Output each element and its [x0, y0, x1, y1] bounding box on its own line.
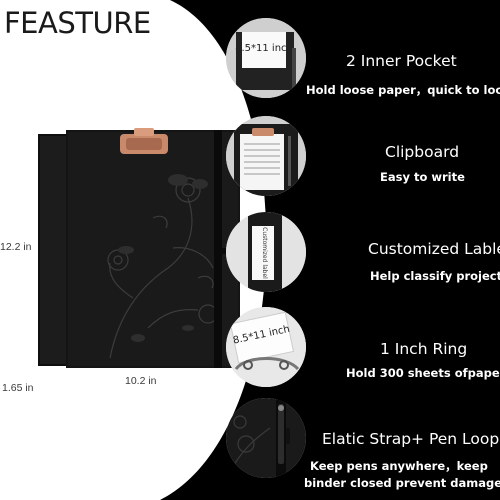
brand-logo: FEASTURE: [4, 6, 151, 40]
feature-subtitle-strap-pen-line2: binder closed prevent damage: [304, 476, 500, 490]
width-dimension-label: 10.2 in: [125, 375, 157, 387]
strap-pen-icon: [226, 398, 306, 478]
binder-image: [38, 128, 240, 368]
feature-subtitle-ring: Hold 300 sheets ofpaper frmly: [346, 366, 500, 380]
feature-title-strap-pen: Elatic Strap+ Pen Loop: [322, 430, 500, 448]
pocket-icon-text: 8.5*11 inch: [235, 43, 293, 54]
ring-icon: 8.5*11 inch: [226, 307, 306, 387]
clipboard-icon: [226, 116, 306, 196]
label-icon-text: Customized label: [261, 227, 268, 279]
feature-title-inner-pocket: 2 Inner Pocket: [346, 52, 457, 70]
feature-subtitle-strap-pen-line1: Keep pens anywhere，keep: [310, 459, 488, 473]
feature-subtitle-label: Help classify projects: [370, 269, 500, 283]
inner-pocket-icon: 8.5*11 inch: [226, 18, 306, 98]
feature-subtitle-clipboard: Easy to write: [380, 170, 465, 184]
feature-subtitle-inner-pocket: Hold loose paper，quick to locate: [306, 83, 500, 97]
feature-title-label: Customized Lable: [368, 240, 500, 258]
feature-title-ring: 1 Inch Ring: [380, 340, 468, 358]
feature-title-clipboard: Clipboard: [385, 143, 460, 161]
depth-dimension-label: 1.65 in: [2, 382, 34, 394]
label-icon: Customized label: [226, 212, 306, 292]
height-dimension-label: 12.2 in: [0, 241, 32, 253]
